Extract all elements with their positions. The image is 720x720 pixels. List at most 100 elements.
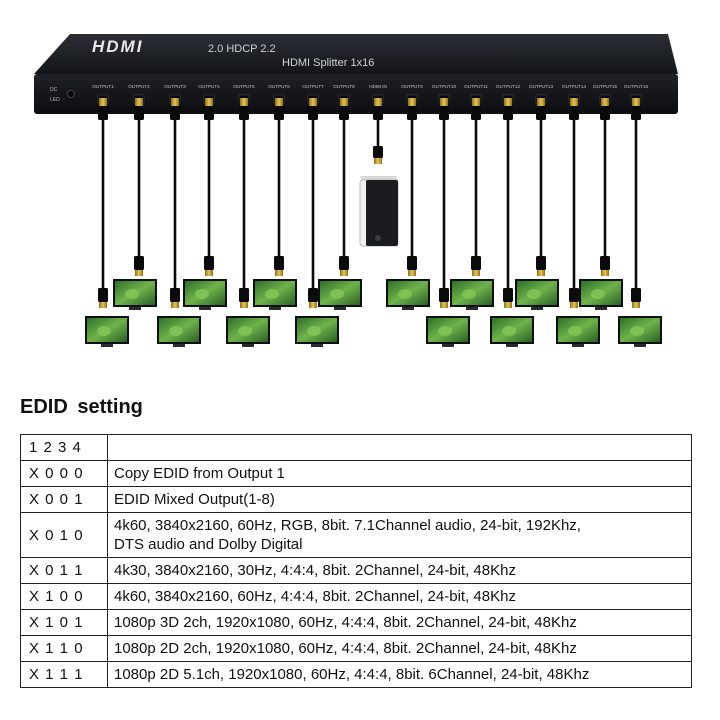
edid-header-code: 1 2 3 4 <box>20 434 108 461</box>
monitor-stand <box>402 307 414 310</box>
edid-description: EDID Mixed Output(1-8) <box>107 486 692 513</box>
edid-switch-code: X 1 0 1 <box>20 609 108 636</box>
monitor-stand <box>101 344 113 347</box>
connector-metal <box>374 158 382 164</box>
edid-row: X 0 1 0 4k60, 3840x2160, 60Hz, RGB, 8bit.… <box>20 512 692 558</box>
port-label: OUTPUT8 <box>333 84 355 89</box>
dc-port <box>67 90 75 98</box>
monitor-screen-glare <box>97 326 111 336</box>
device-spec: 2.0 HDCP 2.2 <box>208 43 276 55</box>
splitter-diagram: HDMI 2.0 HDCP 2.2 HDMI Splitter 1x16 DC … <box>34 34 678 347</box>
connector-plug <box>339 256 349 270</box>
connector-plug <box>503 288 513 302</box>
led-label: LED <box>50 97 60 103</box>
connector-metal <box>340 98 348 106</box>
monitor-screen-glare <box>125 289 139 299</box>
edid-description: 4k30, 3840x2160, 30Hz, 4:4:4, 8bit. 2Cha… <box>107 557 692 584</box>
device-model: HDMI Splitter 1x16 <box>282 57 374 69</box>
connector-plug <box>536 106 546 120</box>
connector-plug <box>274 256 284 270</box>
monitor-screen-glare <box>169 326 183 336</box>
monitor-screen-glare <box>591 289 605 299</box>
connector-metal <box>374 98 382 106</box>
connector-plug <box>600 106 610 120</box>
monitor-stand <box>466 307 478 310</box>
connector-metal <box>632 302 640 308</box>
monitor-stand <box>242 344 254 347</box>
connector-metal <box>440 302 448 308</box>
edid-header-desc <box>107 434 692 461</box>
monitor-stand <box>199 307 211 310</box>
edid-description-line: 1080p 2D 2ch, 1920x1080, 60Hz, 4:4:4, 8b… <box>114 640 577 657</box>
connector-plug <box>134 106 144 120</box>
edid-description-line: 4k30, 3840x2160, 30Hz, 4:4:4, 8bit. 2Cha… <box>114 562 516 579</box>
port-label: OUTPUT5 <box>233 84 255 89</box>
connector-plug <box>239 106 249 120</box>
connector-plug <box>98 106 108 120</box>
edid-switch-code: X 1 0 0 <box>20 583 108 610</box>
connector-metal <box>309 98 317 106</box>
monitor-screen-glare <box>330 289 344 299</box>
connector-plug <box>239 288 249 302</box>
connector-metal <box>309 302 317 308</box>
connector-plug <box>170 288 180 302</box>
connector-plug <box>439 288 449 302</box>
port-label: OUTPUT9 <box>401 84 423 89</box>
connector-plug <box>569 106 579 120</box>
edid-description: Copy EDID from Output 1 <box>107 460 692 487</box>
connector-plug <box>308 288 318 302</box>
connector-plug <box>471 106 481 120</box>
connector-metal <box>99 98 107 106</box>
connector-metal <box>537 98 545 106</box>
connector-plug <box>536 256 546 270</box>
port-label: OUTPUT7 <box>302 84 324 89</box>
connector-metal <box>408 270 416 276</box>
monitor-stand <box>634 344 646 347</box>
connector-plug <box>503 106 513 120</box>
edid-description: 4k60, 3840x2160, 60Hz, RGB, 8bit. 7.1Cha… <box>107 512 692 558</box>
connector-plug <box>204 256 214 270</box>
connector-metal <box>240 98 248 106</box>
connector-metal <box>340 270 348 276</box>
connector-metal <box>135 98 143 106</box>
port-label: OUTPUT10 <box>432 84 456 89</box>
connector-plug <box>569 288 579 302</box>
connector-metal <box>205 270 213 276</box>
edid-description: 1080p 3D 2ch, 1920x1080, 60Hz, 4:4:4, 8b… <box>107 609 692 636</box>
monitor-stand <box>572 344 584 347</box>
connector-plug <box>600 256 610 270</box>
port-label: OUTPUT2 <box>128 84 150 89</box>
connector-plug <box>439 106 449 120</box>
edid-switch-code: X 1 1 1 <box>20 661 108 688</box>
connector-metal <box>570 98 578 106</box>
edid-description-line: 4k60, 3840x2160, 60Hz, RGB, 8bit. 7.1Cha… <box>114 517 581 534</box>
connector-metal <box>601 270 609 276</box>
connector-metal <box>472 98 480 106</box>
connector-plug <box>308 106 318 120</box>
edid-switch-code: X 0 0 0 <box>20 460 108 487</box>
monitor-screen-glare <box>398 289 412 299</box>
connector-plug <box>98 288 108 302</box>
edid-switch-code: X 0 1 0 <box>20 512 108 558</box>
monitor-stand <box>506 344 518 347</box>
connector-metal <box>632 98 640 106</box>
port-label: OUTPUT13 <box>529 84 553 89</box>
connector-metal <box>205 98 213 106</box>
connector-plug <box>631 106 641 120</box>
monitor-screen-glare <box>307 326 321 336</box>
edid-description-line-2: DTS audio and Dolby Digital <box>114 536 303 553</box>
port-label: OUTPUT11 <box>464 84 488 89</box>
connector-metal <box>99 302 107 308</box>
connector-plug <box>204 106 214 120</box>
port-label: OUTPUT14 <box>562 84 586 89</box>
source-device <box>359 176 399 247</box>
connector-metal <box>601 98 609 106</box>
edid-header-row: 1 2 3 4 <box>20 434 692 461</box>
connector-metal <box>240 302 248 308</box>
monitor-stand <box>173 344 185 347</box>
